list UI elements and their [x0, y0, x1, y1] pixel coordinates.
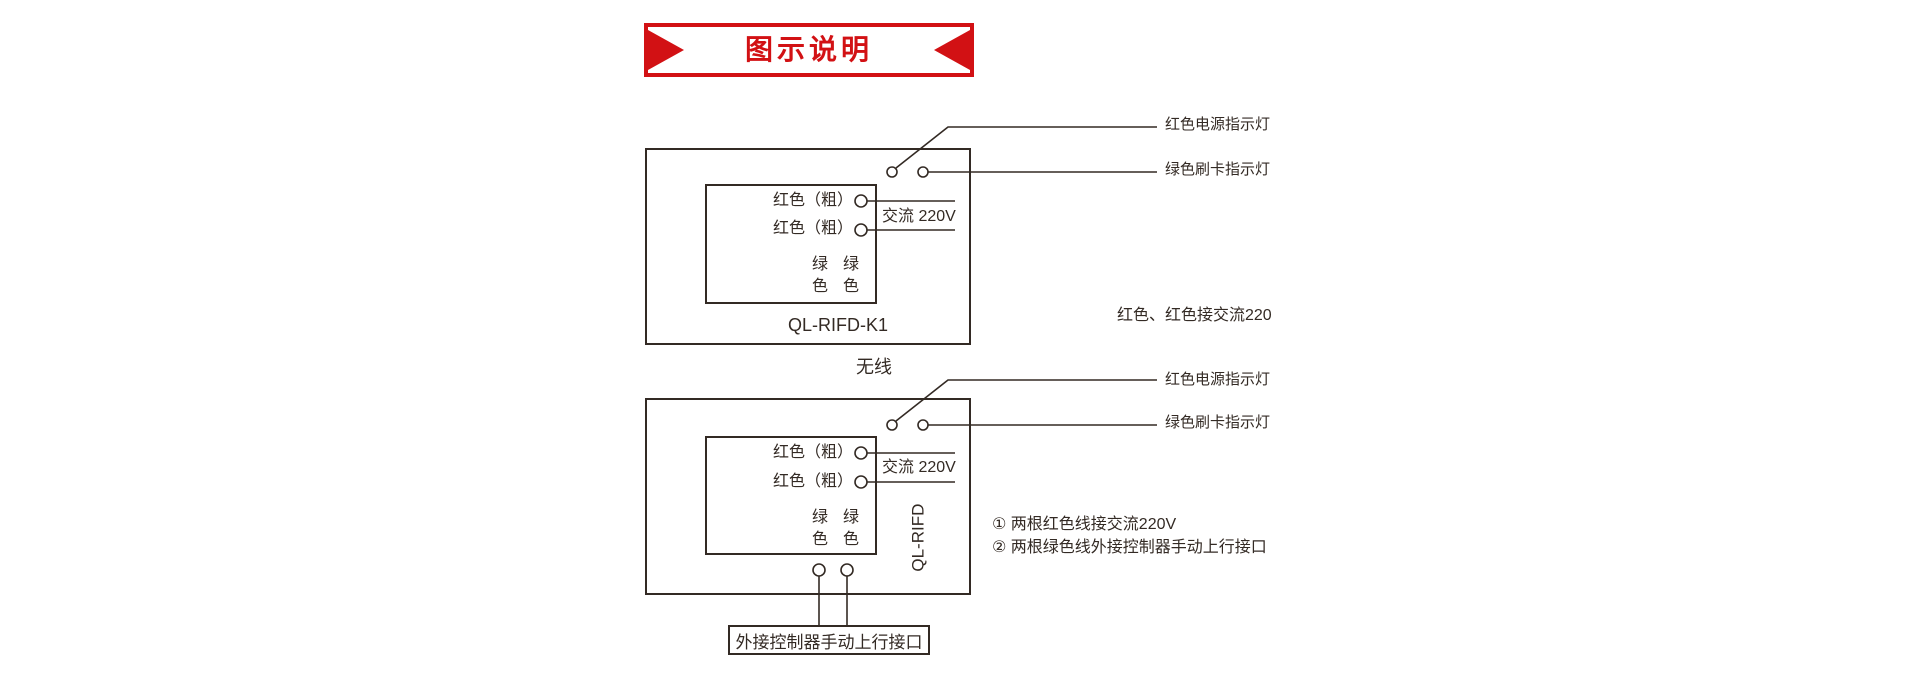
banner-left-arrow-icon	[934, 30, 970, 70]
device2-green-wire-label-2: 绿色	[840, 508, 857, 552]
device2-red-wire-label-2: 红色（粗）	[772, 473, 853, 490]
device2-model-label: QL-RIFD	[908, 503, 928, 572]
device2-green-wire-label-1: 绿色	[809, 508, 826, 552]
device1-red-wire-label-1: 红色（粗）	[772, 192, 853, 209]
page-title: 图示说明	[744, 34, 873, 65]
device1-side-note: 红色、红色接交流220	[1117, 307, 1272, 324]
device1-card-indicator-label: 绿色刷卡指示灯	[1165, 161, 1271, 178]
device1-green-wire-label-2: 绿色	[840, 255, 857, 299]
device2-note-2: ② 两根绿色线外接控制器手动上行接口	[992, 539, 1267, 556]
banner-right-arrow-icon	[648, 30, 684, 70]
device2-outer-box	[645, 398, 971, 595]
device1-red-wire-label-2: 红色（粗）	[772, 220, 853, 237]
device1-model-label: QL-RIFD-K1	[787, 315, 888, 335]
device2-note-1: ① 两根红色线接交流220V	[992, 516, 1177, 533]
device2-inner-box	[705, 436, 877, 555]
device1-mode-label: 无线	[856, 357, 892, 377]
device2-ac-label: 交流 220V	[882, 459, 956, 476]
device2-connector-box: 外接控制器手动上行接口	[728, 625, 930, 655]
device1-outer-box	[645, 148, 971, 345]
device1-inner-box	[705, 184, 877, 304]
title-banner: 图示说明	[644, 23, 974, 77]
device1-ac-label: 交流 220V	[882, 208, 956, 225]
device2-card-indicator-label: 绿色刷卡指示灯	[1165, 414, 1271, 431]
device2-red-wire-label-1: 红色（粗）	[772, 444, 853, 461]
device2-power-indicator-label: 红色电源指示灯	[1165, 371, 1271, 388]
device1-green-wire-label-1: 绿色	[809, 255, 826, 299]
device2-connector-label: 外接控制器手动上行接口	[735, 632, 923, 652]
device1-power-indicator-label: 红色电源指示灯	[1165, 116, 1271, 133]
